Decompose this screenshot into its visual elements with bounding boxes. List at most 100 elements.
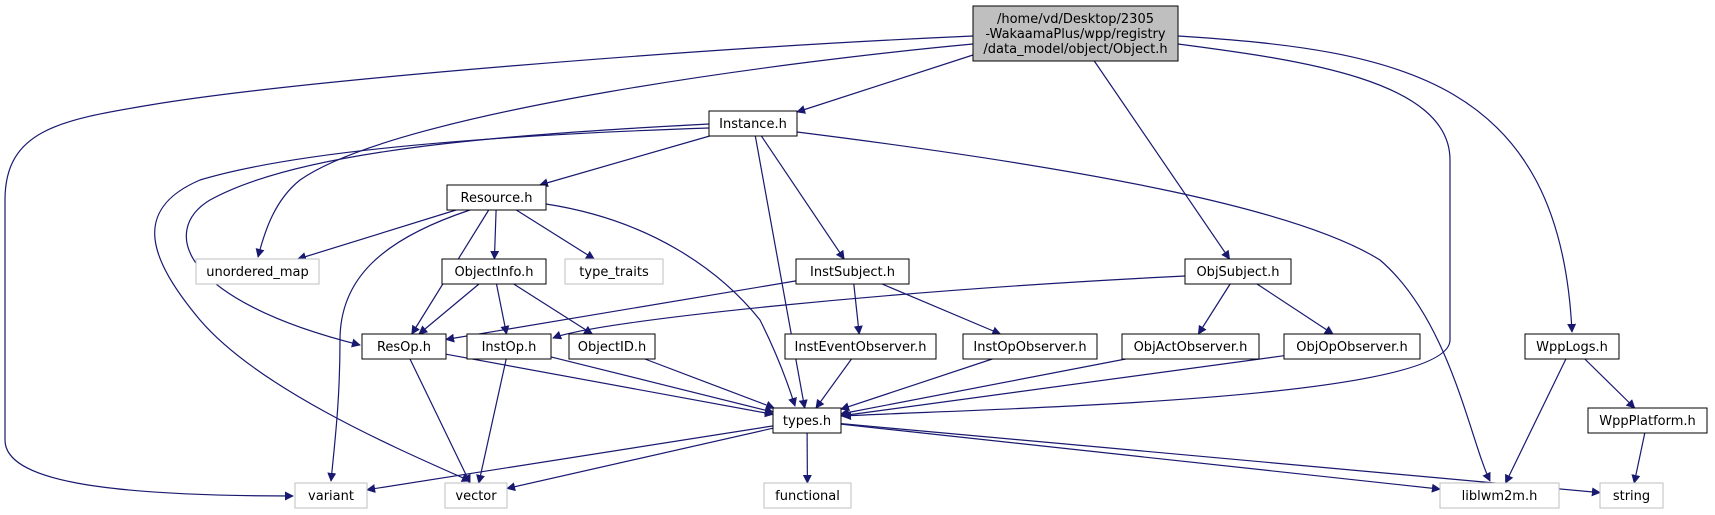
edge-wppplatform-to-string bbox=[1631, 432, 1646, 484]
edge-resource-to-type_traits bbox=[515, 209, 595, 260]
node-box-liblwm2m bbox=[1439, 482, 1560, 509]
edge-instance-to-liblwm2m bbox=[796, 131, 1491, 482]
node-box-insteventobserver bbox=[784, 333, 937, 360]
edge-root-to-unordered_map bbox=[255, 43, 974, 258]
edge-instsubject-to-instopobserver bbox=[881, 283, 1002, 335]
edge-instop-to-vector bbox=[476, 358, 507, 484]
node-box-wpplogs bbox=[1524, 333, 1620, 360]
node-label-objectid: ObjectID.h bbox=[578, 340, 647, 355]
node-box-string bbox=[1599, 482, 1664, 509]
edge-objectinfo-to-objectid bbox=[513, 283, 594, 335]
node-liblwm2m: liblwm2m.h bbox=[1439, 482, 1560, 509]
node-box-instance bbox=[708, 110, 798, 137]
edge-root-to-variant bbox=[4, 35, 974, 501]
node-label-vector: vector bbox=[455, 489, 497, 504]
node-objsubject[interactable]: ObjSubject.h bbox=[1184, 258, 1292, 285]
node-resop[interactable]: ResOp.h bbox=[361, 333, 447, 360]
node-label-functional: functional bbox=[775, 489, 840, 504]
edge-instsubject-to-insteventobserver bbox=[853, 283, 863, 335]
node-label-resop: ResOp.h bbox=[377, 340, 431, 355]
node-instop[interactable]: InstOp.h bbox=[466, 333, 552, 360]
node-label-wppplatform: WppPlatform.h bbox=[1599, 414, 1696, 429]
node-box-vector bbox=[444, 482, 508, 509]
node-label-types: types.h bbox=[783, 414, 831, 429]
node-wpplogs[interactable]: WppLogs.h bbox=[1524, 333, 1620, 360]
edge-root-to-objsubject bbox=[1093, 60, 1231, 260]
node-box-objectid bbox=[568, 333, 656, 360]
node-box-instop bbox=[466, 333, 552, 360]
node-type_traits: type_traits bbox=[564, 258, 664, 285]
node-box-instsubject bbox=[795, 258, 910, 285]
node-label-insteventobserver: InstEventObserver.h bbox=[795, 340, 927, 355]
node-box-root bbox=[972, 5, 1179, 62]
node-label-unordered_map: unordered_map bbox=[206, 265, 309, 280]
node-label-objsubject: ObjSubject.h bbox=[1196, 265, 1279, 280]
node-label-variant: variant bbox=[308, 489, 354, 504]
node-root[interactable]: /home/vd/Desktop/2305-WakaamaPlus/wpp/re… bbox=[972, 5, 1179, 62]
node-box-objactobserver bbox=[1121, 333, 1260, 360]
edge-wpplogs-to-wppplatform bbox=[1584, 358, 1636, 409]
node-label-type_traits: type_traits bbox=[579, 265, 649, 280]
node-resource[interactable]: Resource.h bbox=[446, 184, 547, 211]
node-label-root: /home/vd/Desktop/2305 bbox=[997, 12, 1154, 27]
node-label-wpplogs: WppLogs.h bbox=[1536, 340, 1608, 355]
node-box-type_traits bbox=[564, 258, 664, 285]
node-box-objectinfo bbox=[441, 258, 547, 285]
edge-resop-to-vector bbox=[409, 358, 471, 484]
node-instance[interactable]: Instance.h bbox=[708, 110, 798, 137]
edge-types-to-variant bbox=[366, 425, 774, 493]
edge-instop-to-types bbox=[550, 356, 774, 415]
edge-types-to-liblwm2m bbox=[840, 423, 1441, 493]
node-types[interactable]: types.h bbox=[772, 407, 842, 434]
edge-objsubject-to-objopobserver bbox=[1256, 283, 1334, 335]
node-variant: variant bbox=[294, 482, 368, 509]
node-instsubject[interactable]: InstSubject.h bbox=[795, 258, 910, 285]
node-objopobserver[interactable]: ObjOpObserver.h bbox=[1283, 333, 1421, 360]
nodes-layer: /home/vd/Desktop/2305-WakaamaPlus/wpp/re… bbox=[195, 5, 1708, 509]
node-label-root: /data_model/object/Object.h bbox=[983, 42, 1167, 57]
edge-objectinfo-to-instop bbox=[495, 283, 510, 335]
edge-resop-to-types bbox=[445, 353, 774, 418]
node-label-instop: InstOp.h bbox=[482, 340, 537, 355]
node-label-liblwm2m: liblwm2m.h bbox=[1462, 489, 1538, 504]
edge-root-to-wpplogs bbox=[1177, 35, 1577, 333]
node-box-variant bbox=[294, 482, 368, 509]
node-label-resource: Resource.h bbox=[461, 191, 533, 206]
node-string: string bbox=[1599, 482, 1664, 509]
edge-types-to-vector bbox=[506, 427, 774, 492]
node-box-objsubject bbox=[1184, 258, 1292, 285]
edge-instsubject-to-resop bbox=[445, 280, 797, 343]
edge-root-to-instance bbox=[796, 54, 974, 114]
edges-layer bbox=[4, 35, 1646, 501]
node-box-objopobserver bbox=[1283, 333, 1421, 360]
edge-objopobserver-to-types bbox=[840, 355, 1285, 420]
node-box-unordered_map bbox=[195, 258, 320, 285]
edge-instance-to-resop bbox=[185, 123, 710, 348]
edge-instance-to-instsubject bbox=[760, 135, 845, 260]
node-insteventobserver[interactable]: InstEventObserver.h bbox=[784, 333, 937, 360]
node-wppplatform[interactable]: WppPlatform.h bbox=[1587, 407, 1708, 434]
node-objectid[interactable]: ObjectID.h bbox=[568, 333, 656, 360]
edge-instopobserver-to-types bbox=[840, 358, 993, 411]
edge-types-to-string bbox=[840, 423, 1601, 497]
edge-resource-to-types bbox=[545, 203, 797, 407]
edge-objsubject-to-instop bbox=[552, 275, 1186, 340]
edge-resource-to-objectinfo bbox=[490, 209, 500, 260]
edge-instance-to-resource bbox=[538, 135, 710, 188]
node-label-objopobserver: ObjOpObserver.h bbox=[1296, 340, 1407, 355]
node-label-instsubject: InstSubject.h bbox=[810, 265, 895, 280]
node-objactobserver[interactable]: ObjActObserver.h bbox=[1121, 333, 1260, 360]
node-instopobserver[interactable]: InstOpObserver.h bbox=[962, 333, 1098, 360]
edge-root-to-types bbox=[842, 43, 1451, 421]
edge-wpplogs-to-liblwm2m bbox=[1505, 358, 1567, 484]
node-box-resop bbox=[361, 333, 447, 360]
node-objectinfo[interactable]: ObjectInfo.h bbox=[441, 258, 547, 285]
node-vector: vector bbox=[444, 482, 508, 509]
node-label-root: -WakaamaPlus/wpp/registry bbox=[985, 27, 1166, 42]
edge-resource-to-unordered_map bbox=[297, 209, 457, 261]
edge-insteventobserver-to-types bbox=[815, 358, 852, 409]
node-box-resource bbox=[446, 184, 547, 211]
edge-resource-to-variant bbox=[327, 209, 471, 482]
node-label-instopobserver: InstOpObserver.h bbox=[973, 340, 1086, 355]
